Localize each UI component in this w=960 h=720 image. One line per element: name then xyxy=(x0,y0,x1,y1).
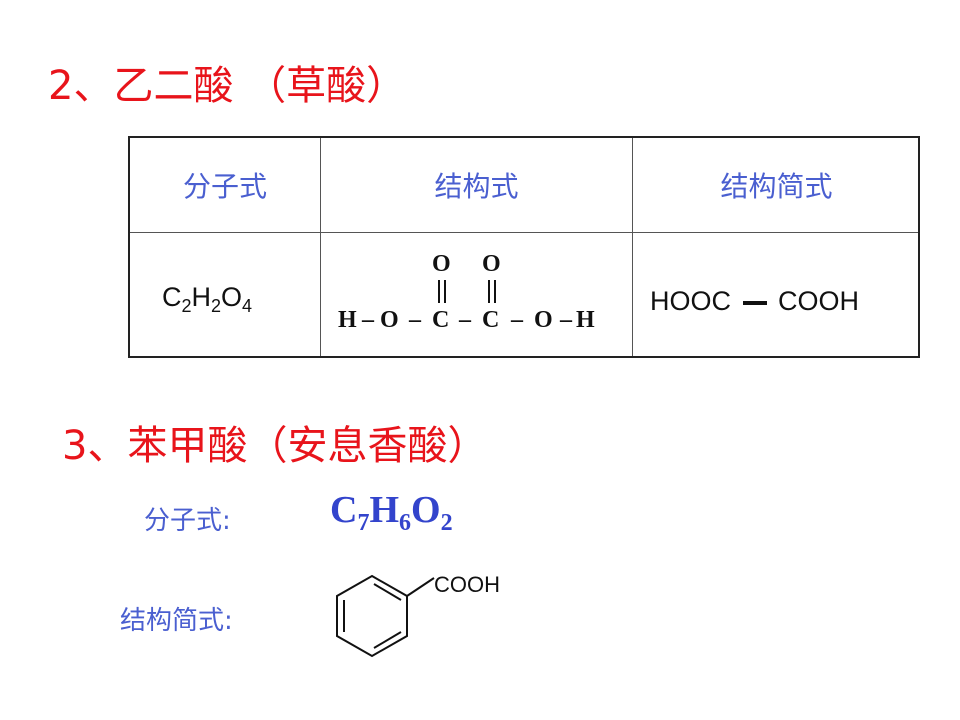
atom-c-right: C xyxy=(482,307,499,333)
single-bond-bar xyxy=(742,300,767,305)
atom-h-left: H xyxy=(338,307,357,333)
simplified-left: HOOC xyxy=(650,286,731,316)
element-symbol: H xyxy=(369,489,400,531)
simplified-right: COOH xyxy=(778,286,860,316)
oxalic-simplified-formula: HOOC COOH xyxy=(650,286,859,317)
element-symbol: C xyxy=(162,282,182,312)
benzoic-acid-structure: COOH xyxy=(336,572,500,658)
section-2-title: 乙二酸 （草酸） xyxy=(113,63,407,109)
carbonyl-oxygen-2: O xyxy=(482,251,501,277)
bond-dash: – xyxy=(559,307,573,333)
carbonyl-oxygen-1: O xyxy=(432,251,451,277)
section-3-separator: 、 xyxy=(87,423,128,469)
bond-dash: – xyxy=(510,307,524,333)
section-3-heading: 3、苯甲酸（安息香酸） xyxy=(62,422,487,470)
atom-o-left: O xyxy=(380,307,399,333)
section-2-number: 2 xyxy=(48,63,74,109)
table-divider xyxy=(632,138,633,356)
benzoic-structure-label: 结构简式: xyxy=(120,606,233,636)
section-2-separator: 、 xyxy=(73,63,114,109)
element-count: 2 xyxy=(211,296,222,316)
oxalic-molecular-formula: C2H2O4 xyxy=(162,282,252,317)
section-3-number: 3 xyxy=(62,423,88,469)
benzene-ring xyxy=(336,574,408,658)
header-simplified-formula: 结构简式 xyxy=(720,170,833,203)
element-symbol: C xyxy=(330,489,358,531)
element-symbol: O xyxy=(221,282,243,312)
benzoic-molecular-formula: C7H6O2 xyxy=(330,488,453,537)
header-structural-formula: 结构式 xyxy=(434,170,519,203)
atom-o-right: O xyxy=(534,307,553,333)
table-divider xyxy=(320,138,321,356)
bond-dash: – xyxy=(458,307,472,333)
element-symbol: O xyxy=(411,489,441,531)
element-count: 6 xyxy=(399,510,412,536)
element-count: 4 xyxy=(242,296,253,316)
oxalic-structural-formula: O O H O C C O H – – – – – xyxy=(338,251,595,333)
section-2-heading: 2、乙二酸 （草酸） xyxy=(48,62,406,110)
table-divider xyxy=(130,232,918,233)
element-symbol: H xyxy=(191,282,212,312)
oxalic-acid-table: 分子式 结构式 结构简式 C2H2O4 O O H O C C O H – – … xyxy=(128,136,920,358)
element-count: 7 xyxy=(357,510,370,536)
bond-dash: – xyxy=(361,307,375,333)
header-molecular-formula: 分子式 xyxy=(182,170,267,203)
ring-double-bond xyxy=(373,631,402,649)
benzoic-molecular-label: 分子式: xyxy=(144,506,231,536)
ring-double-bond xyxy=(373,583,402,601)
atom-c-left: C xyxy=(432,307,449,333)
section-3-title: 苯甲酸（安息香酸） xyxy=(127,423,488,469)
element-count: 2 xyxy=(181,296,192,316)
atom-h-right: H xyxy=(576,307,595,333)
element-count: 2 xyxy=(440,510,453,536)
carboxyl-group-label: COOH xyxy=(434,572,500,597)
bond-dash: – xyxy=(408,307,422,333)
carboxyl-bond xyxy=(406,577,435,597)
